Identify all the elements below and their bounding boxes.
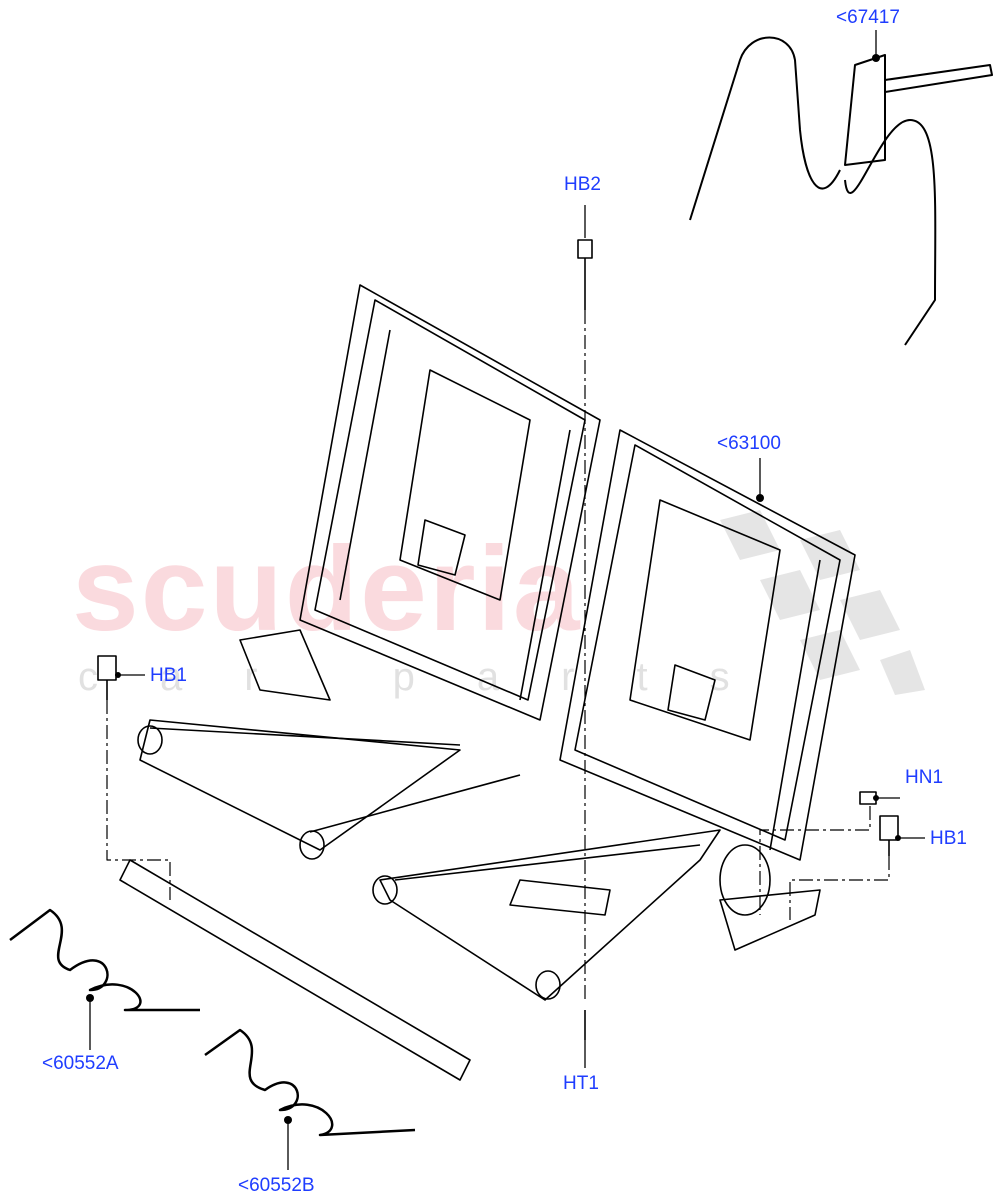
callout-hb1-right: HB1	[930, 828, 967, 849]
callout-63100: <63100	[717, 433, 781, 454]
spring-b-drawing	[204, 1028, 416, 1137]
callout-hb1-left: HB1	[150, 665, 187, 686]
seat-belt-drawing	[689, 36, 993, 346]
seat-cushion-frames	[119, 629, 821, 1081]
right-seat-back-frame	[559, 429, 856, 861]
bolt-hb1-left-drawing	[97, 655, 117, 700]
callout-67417: <67417	[836, 7, 900, 28]
centerlines	[106, 310, 890, 1000]
bolt-hb2-drawing	[577, 239, 593, 310]
left-seat-back-frame	[299, 284, 601, 721]
leader-dots	[86, 54, 901, 1124]
bolt-hb1-right-drawing	[879, 815, 899, 856]
callout-hn1: HN1	[905, 767, 944, 788]
callout-60552b: <60552B	[238, 1175, 315, 1196]
watermark-tagline: car parts	[78, 655, 792, 699]
watermark-brand: scuderia	[72, 522, 582, 656]
callout-ht1: HT1	[563, 1073, 599, 1094]
callout-hb2: HB2	[564, 174, 601, 195]
callout-60552a: <60552A	[42, 1053, 119, 1074]
leader-lines	[89, 30, 925, 1170]
nut-hn1-drawing	[859, 791, 877, 805]
spring-a-drawing	[9, 908, 200, 1012]
